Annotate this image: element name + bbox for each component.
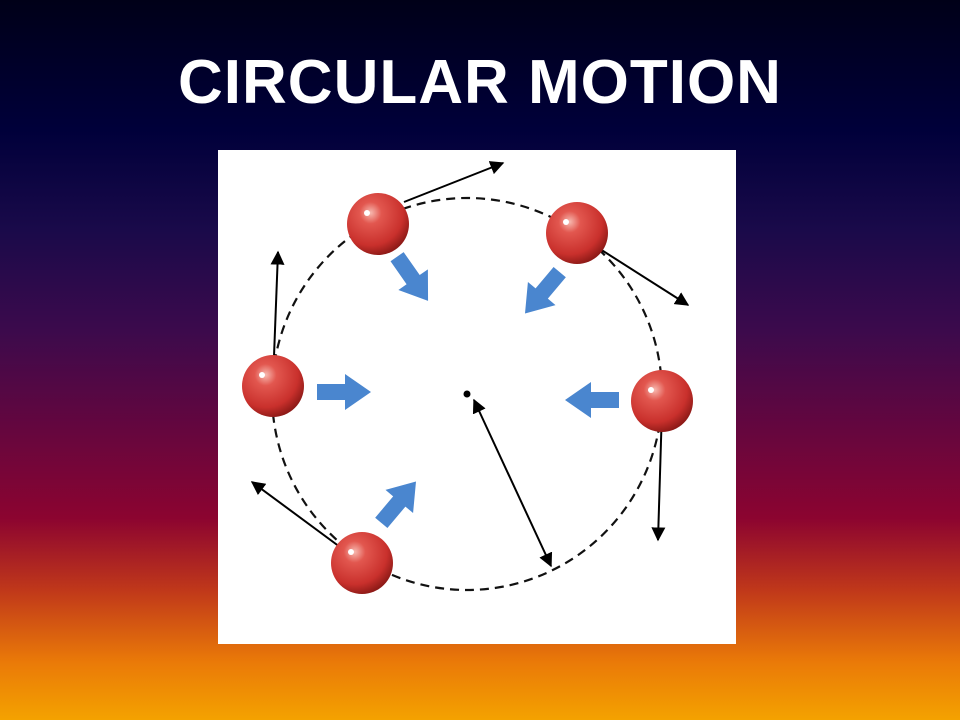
circular-motion-diagram <box>242 161 693 594</box>
ball-highlight <box>563 219 569 225</box>
velocity-arrow-top-left <box>403 161 505 203</box>
centripetal-arrow-top-left <box>390 252 429 301</box>
centripetal-arrow-left <box>317 374 371 410</box>
centripetal-arrow-right <box>565 382 619 418</box>
ball-top-right <box>546 202 608 264</box>
centripetal-arrow-top-right <box>525 266 566 314</box>
radius-arrow <box>472 398 553 568</box>
ball-highlight <box>648 387 654 393</box>
ball-top-left <box>347 193 409 255</box>
ball-highlight <box>364 210 370 216</box>
ball-highlight <box>259 372 265 378</box>
ball-bottom <box>331 532 393 594</box>
ball-highlight <box>348 549 354 555</box>
slide-title: CIRCULAR MOTION <box>178 48 782 117</box>
centripetal-arrow-bottom <box>375 481 416 529</box>
diagram-panel <box>218 150 736 644</box>
ball-left <box>242 355 304 417</box>
center-point <box>463 390 471 398</box>
ball-right <box>631 370 693 432</box>
